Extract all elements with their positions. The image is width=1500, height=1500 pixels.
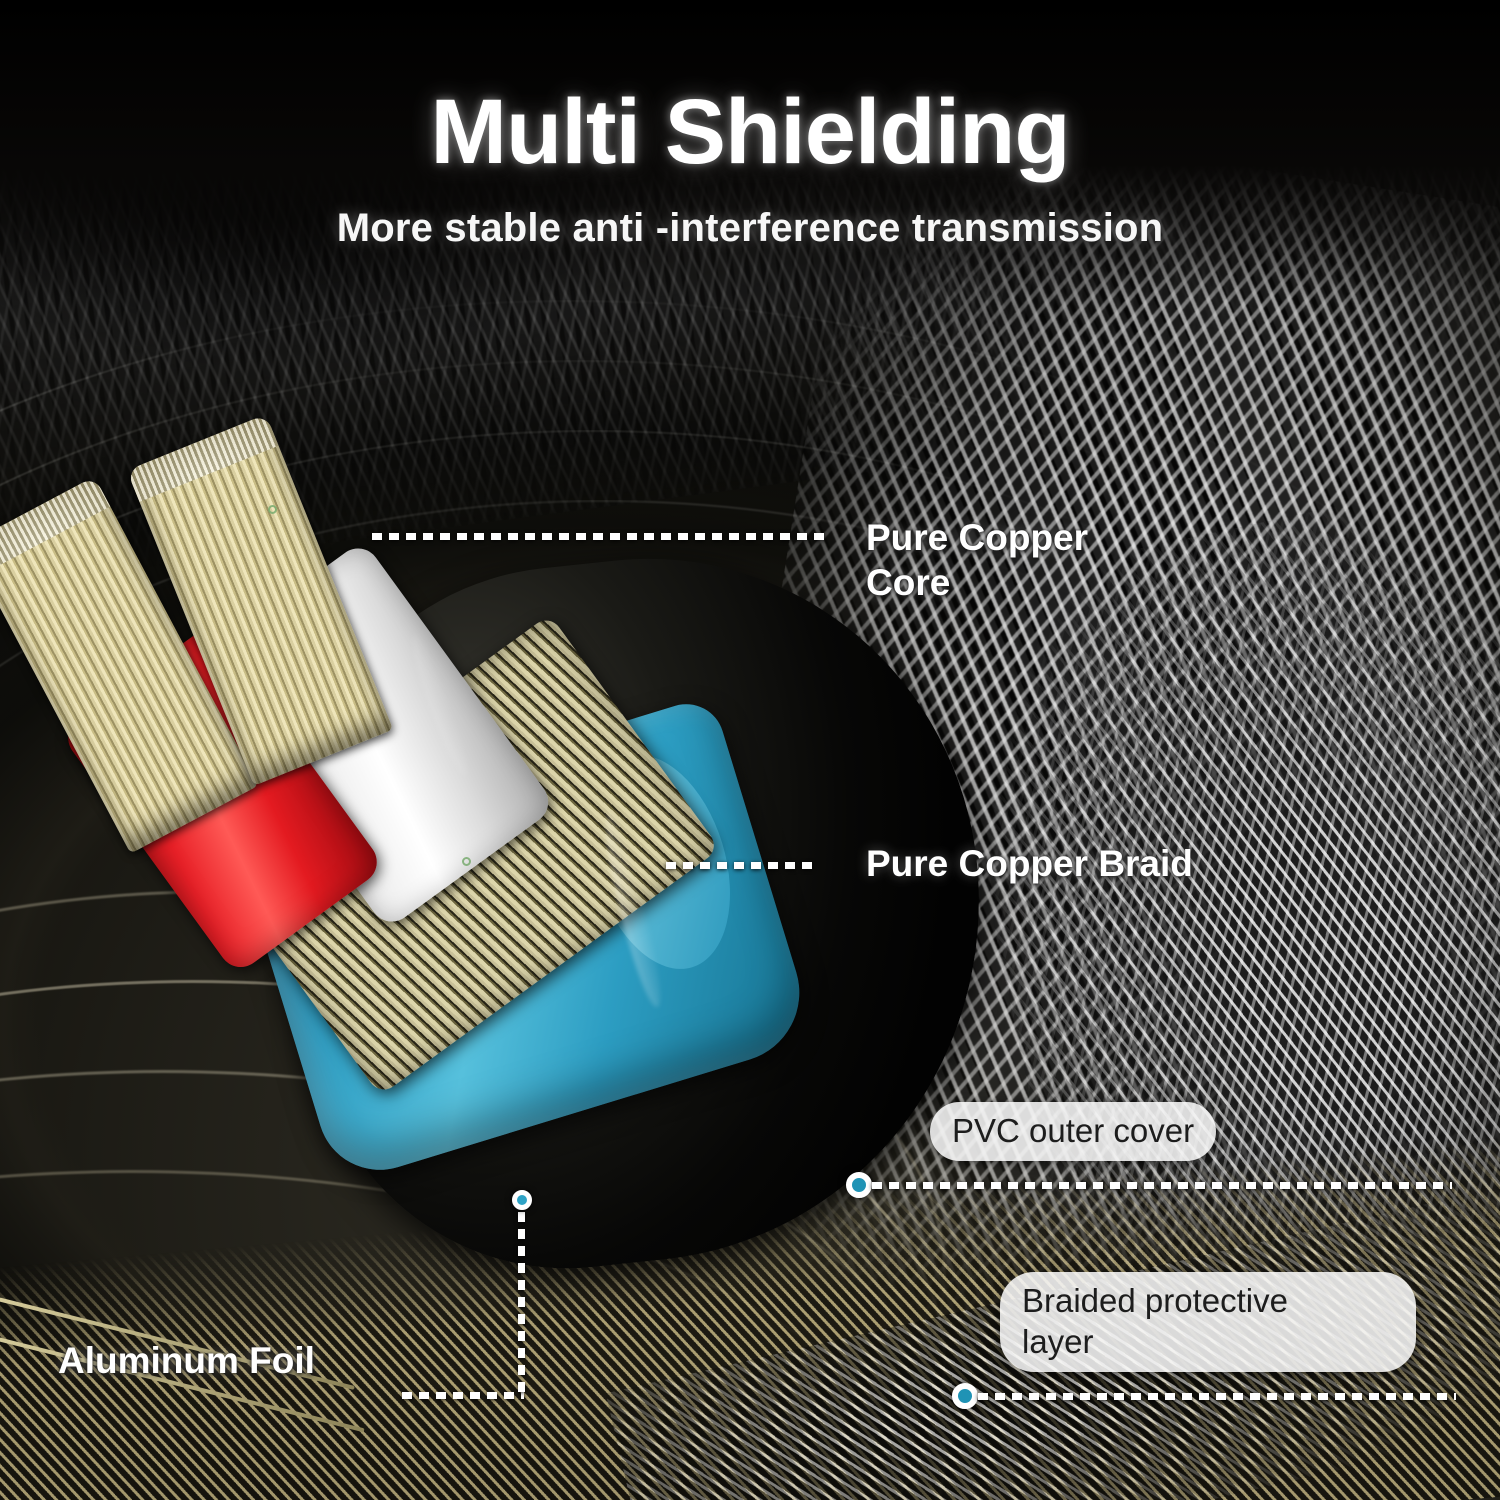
registration-mark-core xyxy=(268,505,277,514)
leader-line-aluminum-foil-horizontal xyxy=(402,1392,524,1399)
callout-label-line1: Pure Copper xyxy=(866,517,1089,558)
callout-label-line2: layer xyxy=(1022,1322,1094,1360)
leader-line-aluminum-foil-vertical xyxy=(518,1212,525,1396)
background-header-band xyxy=(0,0,1500,300)
callout-label-braided-protective-layer: Braided protective layer xyxy=(1000,1272,1416,1372)
callout-label-line1: PVC outer cover xyxy=(952,1112,1195,1149)
callout-label-line1: Pure Copper Braid xyxy=(866,843,1193,884)
leader-line-braided-protective-layer xyxy=(978,1393,1456,1400)
anchor-dot-braided-protective-layer xyxy=(952,1383,978,1409)
leader-line-pvc-outer-cover xyxy=(872,1182,1452,1189)
cable-cross-section-illustration xyxy=(0,380,1015,1433)
anchor-dot-pvc-outer-cover xyxy=(846,1172,872,1198)
page-title: Multi Shielding xyxy=(430,81,1070,183)
copper-strand-ends-right xyxy=(126,414,279,502)
page-subtitle: More stable anti -interference transmiss… xyxy=(336,206,1164,250)
registration-mark-braid xyxy=(462,857,471,866)
leader-line-pure-copper-core xyxy=(372,533,828,540)
anchor-dot-aluminum-foil xyxy=(512,1190,532,1210)
callout-label-pure-copper-braid: Pure Copper Braid xyxy=(866,841,1193,886)
callout-label-line2: Core xyxy=(866,562,951,604)
callout-label-line1: Braided protective xyxy=(1022,1282,1288,1319)
callout-label-aluminum-foil: Aluminum Foil xyxy=(58,1338,315,1383)
callout-label-pvc-outer-cover: PVC outer cover xyxy=(930,1102,1217,1161)
leader-line-pure-copper-braid xyxy=(666,862,814,869)
callout-label-line1: Aluminum Foil xyxy=(58,1340,315,1381)
copper-strand-ends-left xyxy=(0,476,111,575)
callout-label-pure-copper-core: Pure Copper Core xyxy=(866,515,1088,605)
